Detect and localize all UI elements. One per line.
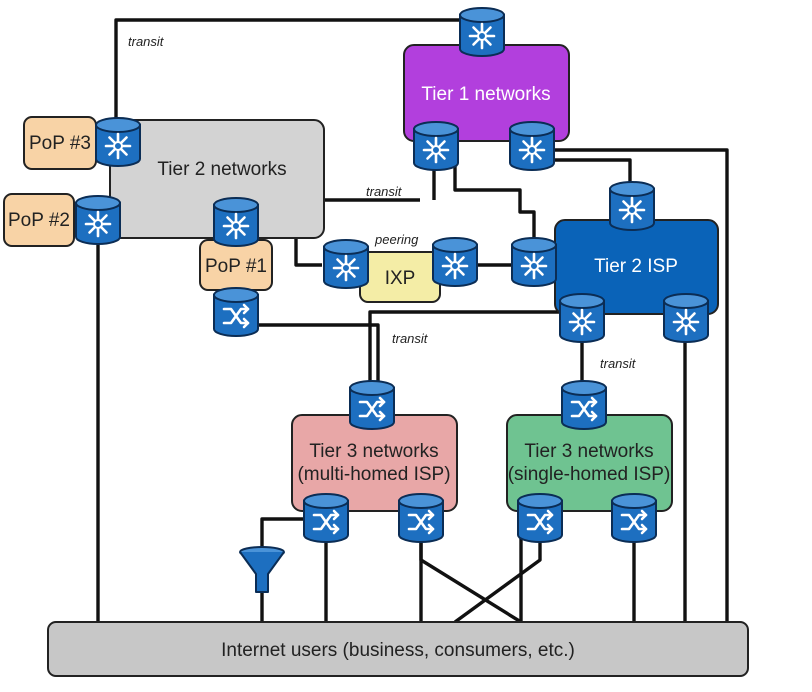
router-icon [413, 121, 459, 171]
router-icon [459, 7, 505, 57]
pop2-box: PoP #2 [3, 193, 75, 247]
tier3-single-label-line1: Tier 3 networks [524, 441, 653, 462]
router-icon [559, 293, 605, 343]
router-icon [509, 121, 555, 171]
switch-icon [303, 493, 349, 543]
switch-icon [517, 493, 563, 543]
link-tier2isp-to-tier3 [368, 310, 582, 388]
links [96, 18, 729, 624]
router-icon [432, 237, 478, 287]
router-icon [323, 239, 369, 289]
peering-label: peering [374, 232, 419, 247]
ixp-label: IXP [385, 268, 416, 289]
tier3-multi-label-line1: Tier 3 networks [309, 441, 438, 462]
pop2-label: PoP #2 [8, 210, 70, 231]
switch-icon [398, 493, 444, 543]
router-icon [511, 237, 557, 287]
switch-icon [611, 493, 657, 543]
transit-label-top: transit [128, 34, 165, 49]
users-label: Internet users (business, consumers, etc… [221, 640, 575, 661]
tier3-single-box: Tier 3 networks (single-homed ISP) [506, 414, 673, 512]
router-icon [663, 293, 709, 343]
link-t3s-left-cross [453, 538, 542, 624]
users-box: Internet users (business, consumers, etc… [47, 621, 749, 677]
switch-icon [213, 287, 259, 337]
link-pop1-switch-to-tier3 [237, 323, 380, 388]
tier2-isp-label: Tier 2 ISP [594, 256, 678, 277]
router-icon [95, 117, 141, 167]
router-icon [213, 197, 259, 247]
funnel-icon [239, 546, 285, 593]
tier1-label: Tier 1 networks [421, 84, 550, 105]
tier1-box: Tier 1 networks [403, 44, 570, 142]
router-icon [609, 181, 655, 231]
transit-label-low: transit [392, 331, 429, 346]
pop1-label: PoP #1 [205, 256, 267, 277]
pop3-box: PoP #3 [23, 116, 97, 170]
link-tier1-to-tier2isp [453, 152, 536, 258]
ixp-box: IXP [359, 251, 441, 303]
tier3-multi-label-line2: (multi-homed ISP) [297, 464, 450, 485]
pop3-label: PoP #3 [29, 133, 91, 154]
switch-icon [349, 380, 395, 430]
switch-icon [561, 380, 607, 430]
tier3-single-label-line2: (single-homed ISP) [508, 464, 671, 485]
transit-label-right: transit [600, 356, 637, 371]
tier2-networks-label: Tier 2 networks [157, 159, 286, 180]
pop1-box: PoP #1 [199, 239, 273, 291]
link-pop3-tier1-top [114, 18, 482, 140]
transit-label-mid: transit [366, 184, 403, 199]
router-icon [75, 195, 121, 245]
tier3-multi-box: Tier 3 networks (multi-homed ISP) [291, 414, 458, 512]
link-tier1-right-down [555, 148, 729, 622]
